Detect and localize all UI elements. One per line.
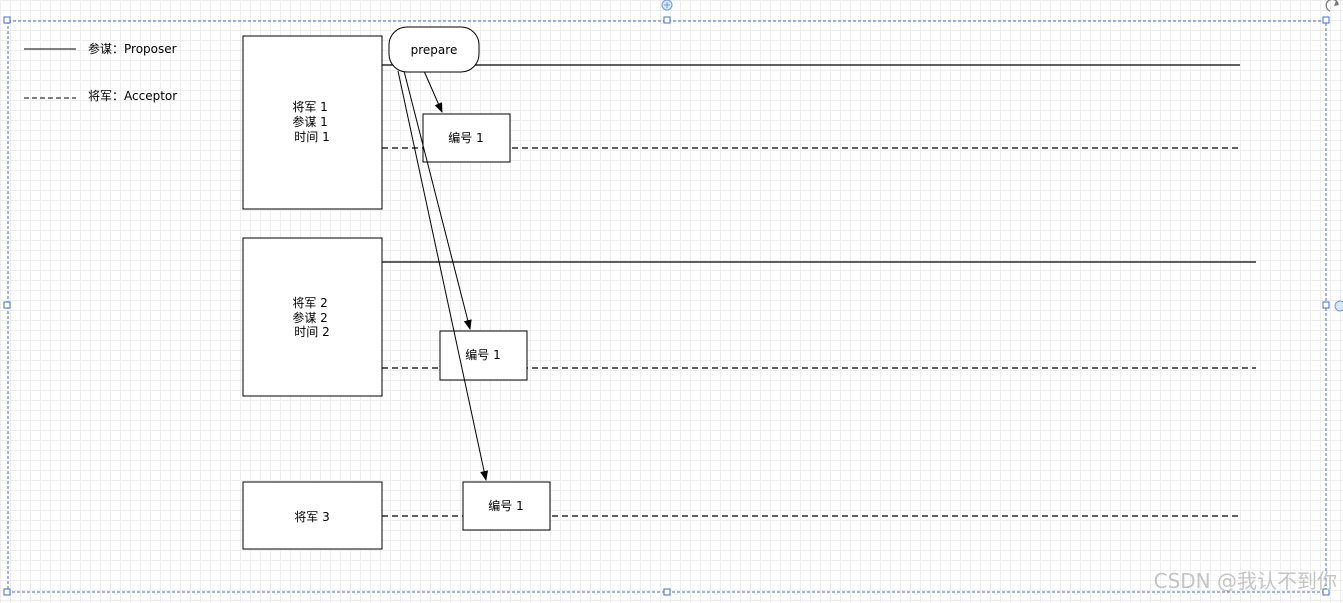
- general-1-label: 将军 1 参谋 1 时间 1: [292, 100, 331, 144]
- prepare-arrow-to-general-2[interactable]: [403, 70, 472, 330]
- resize-handle-right[interactable]: [1322, 301, 1330, 309]
- number-box-3[interactable]: [462, 481, 551, 531]
- number-box-1[interactable]: [422, 113, 511, 163]
- prepare-label: prepare: [411, 43, 458, 57]
- legend-acceptor-label: 将军：Acceptor: [88, 89, 177, 103]
- rotate-icon[interactable]: [1325, 0, 1339, 12]
- resize-handle-bottom-left[interactable]: [3, 588, 11, 596]
- prepare-arrow-to-general-3[interactable]: [397, 70, 489, 481]
- prepare-arrow-to-general-1[interactable]: [423, 70, 443, 113]
- resize-handle-top-right[interactable]: [1322, 16, 1330, 24]
- resize-handle-top-left[interactable]: [3, 16, 11, 24]
- general-2-box[interactable]: [242, 237, 383, 397]
- number-label-3: 编号 1: [488, 498, 523, 513]
- connect-point-right-icon[interactable]: [1334, 300, 1343, 312]
- watermark: CSDN @我认不到你: [1154, 569, 1337, 593]
- number-label-1: 编号 1: [448, 130, 483, 145]
- selection-frame: [7, 20, 1327, 593]
- rotate-arrowhead-icon: [1334, 1, 1339, 6]
- resize-handle-left[interactable]: [3, 301, 11, 309]
- resize-handle-bottom-right[interactable]: [1322, 588, 1330, 596]
- connect-point-top-icon[interactable]: [661, 0, 673, 11]
- resize-handle-bottom[interactable]: [663, 588, 671, 596]
- general-2-label: 将军 2 参谋 2 时间 2: [292, 296, 331, 339]
- general-1-box[interactable]: [242, 35, 383, 210]
- number-label-2: 编号 1: [465, 347, 500, 362]
- general-3-label: 将军 3: [294, 510, 329, 524]
- general-3-box[interactable]: [242, 481, 383, 550]
- prepare-node[interactable]: [388, 26, 480, 73]
- number-box-2[interactable]: [439, 330, 528, 381]
- legend-proposer-label: 参谋：Proposer: [88, 41, 177, 56]
- resize-handle-top[interactable]: [663, 16, 671, 24]
